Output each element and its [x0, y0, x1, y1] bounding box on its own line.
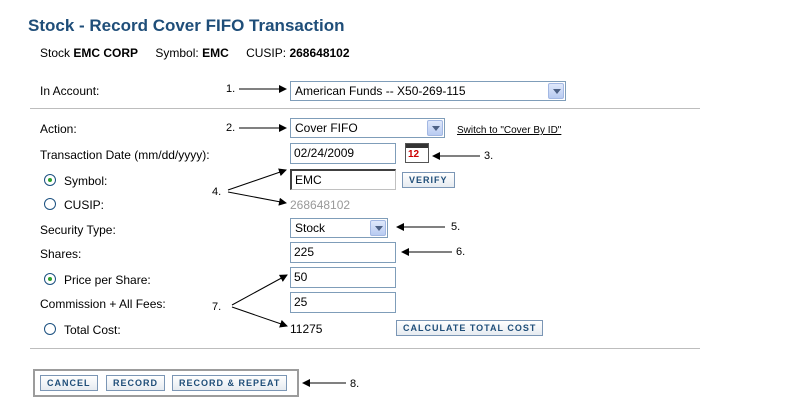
- shares-label: Shares:: [40, 247, 82, 261]
- stock-info: Stock EMC CORP Symbol: EMC CUSIP: 268648…: [40, 46, 364, 60]
- stock-label: Stock: [40, 46, 71, 60]
- callout-7: 7.: [212, 301, 222, 313]
- page-title: Stock - Record Cover FIFO Transaction: [28, 16, 345, 35]
- shares-input[interactable]: 225: [290, 242, 396, 263]
- transaction-date-input[interactable]: 02/24/2009: [290, 143, 396, 164]
- symbol-value: EMC: [202, 46, 229, 60]
- action-buttons-group: [33, 369, 299, 397]
- callout-3: 3.: [484, 150, 494, 162]
- cancel-button[interactable]: CANCEL: [40, 375, 98, 391]
- cusip-label: CUSIP:: [246, 46, 287, 60]
- calendar-icon-top: [406, 144, 428, 148]
- commission-label: Commission + All Fees:: [40, 297, 166, 311]
- symbol-label: Symbol:: [155, 46, 199, 60]
- callout-5: 5.: [451, 221, 461, 233]
- dropdown-arrow-icon[interactable]: [370, 220, 386, 236]
- callout-arrow-4a: [227, 168, 287, 191]
- record-repeat-button[interactable]: RECORD & REPEAT: [172, 375, 288, 391]
- account-label: In Account:: [40, 84, 100, 98]
- callout-1: 1.: [226, 83, 236, 95]
- dropdown-arrow-icon[interactable]: [427, 120, 443, 136]
- action-label: Action:: [40, 122, 77, 136]
- security-type-value: Stock: [295, 221, 326, 235]
- cusip-radio[interactable]: [44, 198, 56, 210]
- account-select-value: American Funds -- X50-269-115: [295, 84, 466, 98]
- dropdown-arrow-icon[interactable]: [548, 83, 564, 99]
- stock-value: EMC CORP: [73, 46, 139, 60]
- security-type-select[interactable]: Stock: [290, 218, 388, 238]
- transaction-date-label: Transaction Date (mm/dd/yyyy):: [40, 148, 210, 162]
- divider: [30, 108, 700, 109]
- symbol-label: Symbol:: [64, 174, 108, 188]
- account-select[interactable]: American Funds -- X50-269-115: [290, 81, 566, 101]
- price-per-share-radio[interactable]: [44, 273, 56, 285]
- action-select-value: Cover FIFO: [295, 121, 358, 135]
- symbol-input[interactable]: EMC: [290, 169, 396, 190]
- security-type-label: Security Type:: [40, 223, 116, 237]
- action-select[interactable]: Cover FIFO: [290, 118, 445, 138]
- verify-button[interactable]: VERIFY: [402, 172, 455, 188]
- total-cost-label: Total Cost:: [64, 323, 121, 337]
- price-per-share-label: Price per Share:: [64, 273, 151, 287]
- commission-input[interactable]: 25: [290, 292, 396, 313]
- total-cost-radio[interactable]: [44, 323, 56, 335]
- callout-2: 2.: [226, 122, 236, 134]
- price-per-share-input[interactable]: 50: [290, 267, 396, 288]
- calculate-total-cost-button[interactable]: CALCULATE TOTAL COST: [396, 320, 544, 336]
- cusip-value: 268648102: [290, 198, 351, 212]
- callout-6: 6.: [456, 246, 466, 258]
- switch-cover-by-id-link[interactable]: Switch to "Cover By ID": [457, 125, 562, 136]
- callout-arrow-7a: [231, 274, 288, 306]
- callout-4: 4.: [212, 186, 222, 198]
- callout-8: 8.: [350, 378, 360, 390]
- cusip-value: 268648102: [289, 46, 350, 60]
- divider: [30, 348, 700, 349]
- total-cost-value: 11275: [290, 322, 323, 336]
- cusip-label: CUSIP:: [64, 198, 105, 212]
- callout-arrow-7b: [231, 306, 288, 328]
- calendar-icon[interactable]: 12: [405, 143, 429, 163]
- calendar-digits: 12: [408, 149, 420, 160]
- callout-arrow-4b: [227, 191, 287, 206]
- symbol-radio[interactable]: [44, 174, 56, 186]
- record-button[interactable]: RECORD: [106, 375, 166, 391]
